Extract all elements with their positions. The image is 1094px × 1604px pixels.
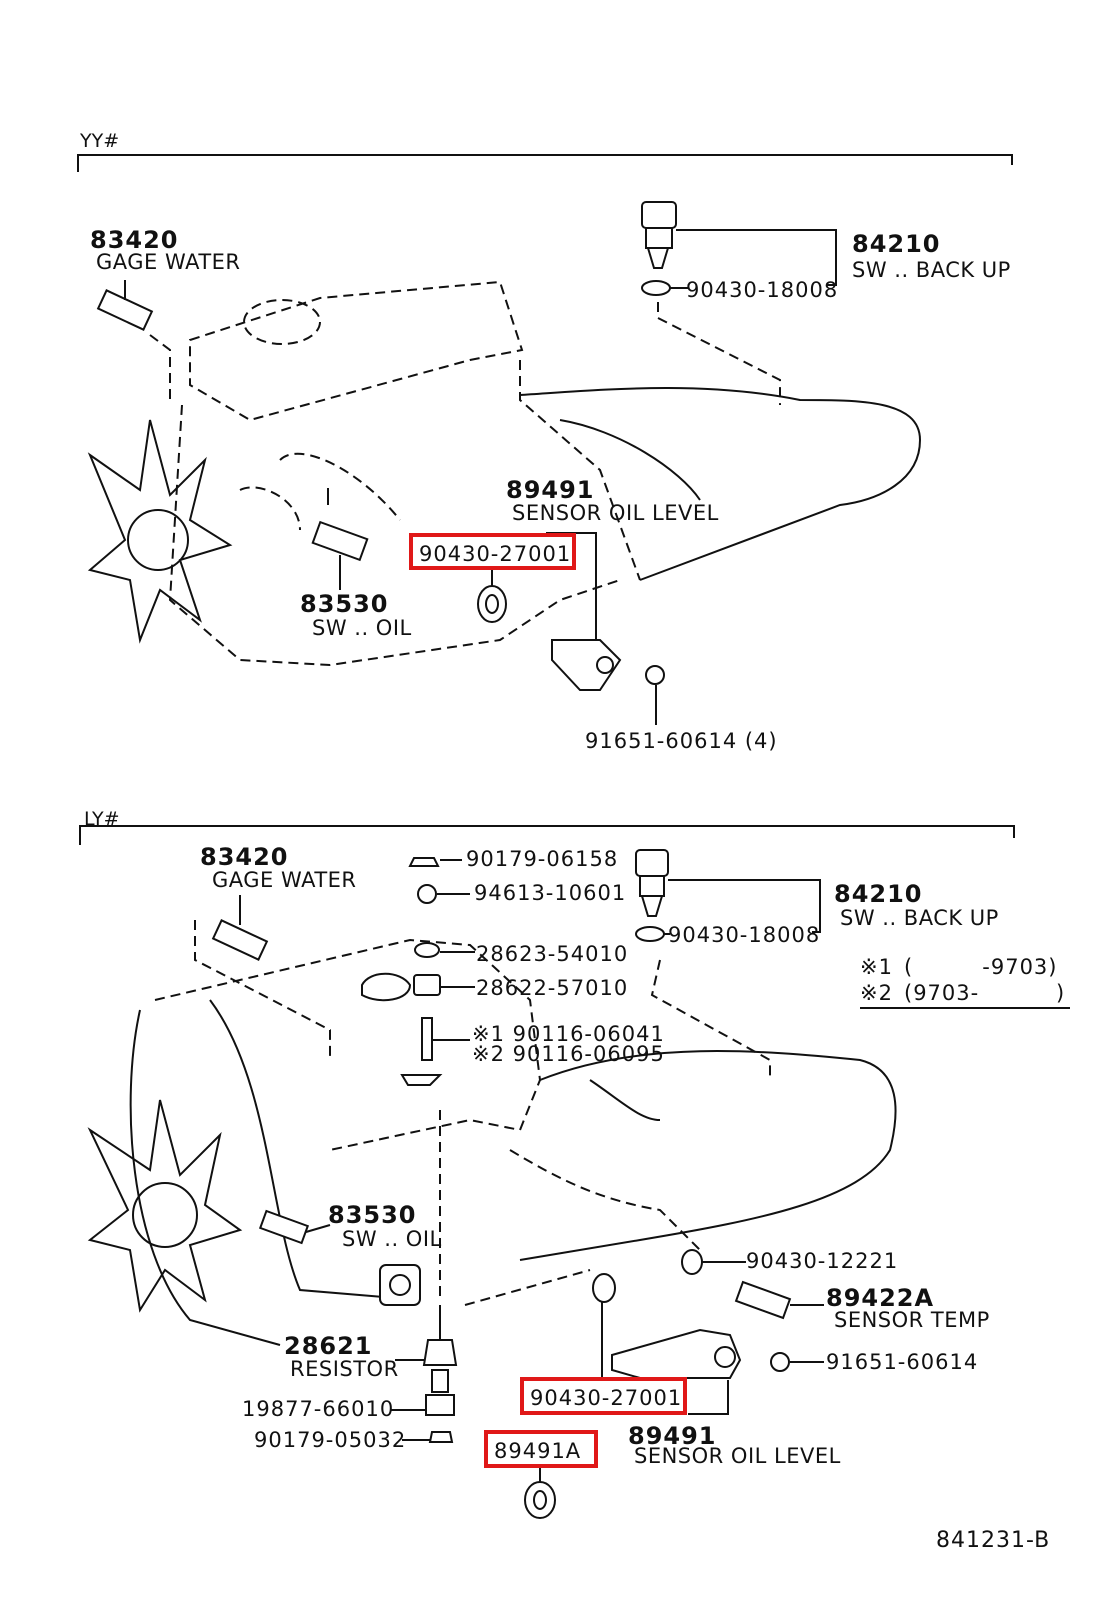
part-number-label: 90430-12221 <box>746 1249 899 1273</box>
part-number-label: 28621 <box>284 1332 373 1360</box>
switch-icon <box>641 201 837 405</box>
note-mark: ※1 <box>860 955 893 979</box>
gage-water-sender-icon <box>96 280 171 400</box>
highlight-box: 89491A <box>484 1430 598 1468</box>
section-frame-yy <box>77 154 1013 172</box>
note-range: ( -9703) <box>904 955 1058 979</box>
part-number-label: 90179-05032 <box>254 1428 407 1452</box>
part-name-label: SENSOR OIL LEVEL <box>634 1444 841 1468</box>
part-number-label: ※2 90116-06095 <box>472 1042 665 1066</box>
part-name-label: SW .. BACK UP <box>852 258 1011 282</box>
highlight-box: 90430-27001 <box>409 533 576 570</box>
washer-icon <box>524 1467 556 1519</box>
part-number-label: 90430-18008 <box>668 923 821 947</box>
part-number-label: 91651-60614 <box>826 1350 979 1374</box>
part-number-label: 83530 <box>300 590 389 618</box>
sensor-icon <box>546 532 665 725</box>
part-number-label: 90430-18008 <box>686 278 839 302</box>
part-number-label: 89491 <box>628 1422 717 1450</box>
part-number-label: 28623-54010 <box>476 942 629 966</box>
bolt-icon <box>361 857 475 1086</box>
resistor-icon <box>390 1305 458 1443</box>
section-frame-ly <box>79 825 1015 845</box>
fan-icon <box>87 419 233 644</box>
oil-switch-icon <box>311 488 369 590</box>
part-number-label: 90430-27001 <box>419 542 572 566</box>
part-number-label: 83530 <box>328 1201 417 1229</box>
part-number-label: 89422A <box>826 1284 935 1312</box>
part-name-label: SENSOR TEMP <box>834 1308 990 1332</box>
part-name-label: SW .. BACK UP <box>840 906 999 930</box>
washer-icon <box>477 566 507 623</box>
part-number-label: 83420 <box>90 226 179 254</box>
part-number-label: 90179-06158 <box>466 847 619 871</box>
note-mark: ※2 <box>860 981 893 1005</box>
sensor-temp-icon <box>681 1249 824 1320</box>
part-name-label: SENSOR OIL LEVEL <box>512 501 719 525</box>
document-code: 841231-B <box>936 1528 1051 1553</box>
part-number-label: 94613-10601 <box>474 881 627 905</box>
part-number-label: 84210 <box>834 880 923 908</box>
part-number-label: 91651-60614 (4) <box>585 729 778 753</box>
part-number-label: 89491A <box>494 1439 582 1463</box>
oil-switch-icon <box>258 1209 331 1245</box>
part-name-label: GAGE WATER <box>212 868 357 892</box>
part-number-label: 90430-27001 <box>530 1386 683 1410</box>
part-name-label: SW .. OIL <box>312 616 412 640</box>
part-number-label: 19877-66010 <box>242 1397 395 1421</box>
gage-water-sender-icon <box>211 895 269 961</box>
part-number-label: 28622-57010 <box>476 976 629 1000</box>
sensor-icon <box>592 1273 824 1415</box>
part-name-label: GAGE WATER <box>96 250 241 274</box>
part-number-label: 83420 <box>200 843 289 871</box>
part-name-label: SW .. OIL <box>342 1227 442 1251</box>
fan-icon <box>87 1099 243 1313</box>
part-name-label: RESISTOR <box>290 1357 399 1381</box>
engine-outline-icon <box>168 280 922 667</box>
switch-icon <box>635 849 821 942</box>
engine-outline-icon <box>129 920 897 1346</box>
highlight-box: 90430-27001 <box>520 1377 687 1415</box>
section-label-ly: LY# <box>84 808 120 830</box>
part-number-label: 89491 <box>506 476 595 504</box>
note-range: (9703- ) <box>904 981 1066 1005</box>
part-number-label: ※1 90116-06041 <box>472 1022 665 1046</box>
section-label-yy: YY# <box>80 130 120 152</box>
part-number-label: 84210 <box>852 230 941 258</box>
